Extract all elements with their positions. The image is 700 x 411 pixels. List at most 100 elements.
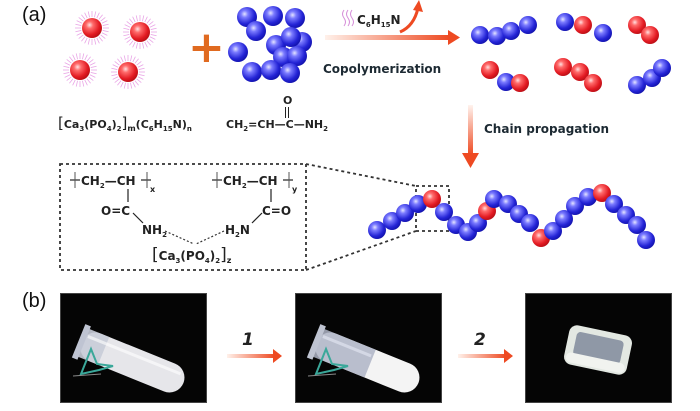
monomer-sphere [280,63,300,83]
chain-monomer-unit [555,210,573,228]
monomer-unit [628,76,646,94]
nanoparticle-unit [641,26,659,44]
svg-text:O=C: O=C [101,204,130,218]
chain-monomer-unit [409,195,427,213]
monomer-unit [653,59,671,77]
inset-right-unit: CH2—CH y C=O H2N [212,172,298,239]
plus-sign: + [188,22,225,73]
photo-hydrogel-block [525,293,672,403]
monomer-unit [488,27,506,45]
panel-a-label: (a) [22,4,47,26]
oligomer [628,16,659,44]
photo-sol-tube [60,293,207,403]
zoom-line-bottom [305,230,417,271]
step-1-label: 1 [242,330,254,350]
oligomer [556,13,612,42]
ligand-halo [111,55,145,89]
monomer-unit [471,26,489,44]
svg-text:CH2—CH: CH2—CH [223,174,278,190]
zoom-line-top [305,163,417,187]
chain-monomer-unit [637,231,655,249]
nanoparticle-sphere [82,18,102,38]
nanoparticle-unit [481,61,499,79]
monomer-unit [594,24,612,42]
nanoparticle-unit [511,74,529,92]
monomer-sphere [261,60,281,80]
coordination-bond-right [195,230,225,245]
monomer-sphere [246,21,266,41]
monomer-sphere [281,27,301,47]
chain-monomer-unit [368,221,386,239]
ligand-halo [75,11,109,45]
svg-text:O: O [283,94,292,107]
chain-monomer-unit [485,190,503,208]
monomer-sphere [242,62,262,82]
oligomer-group [471,13,671,94]
chain-monomer-unit [605,195,623,213]
monomer-unit [519,16,537,34]
step-1-arrow [227,349,282,363]
svg-text:y: y [292,185,298,194]
monomer-unit [502,22,520,40]
chain-propagation-arrow [462,105,479,168]
tube-illustration [71,324,185,393]
oligomer [628,59,671,94]
monomer-unit [497,73,515,91]
nanoparticle-sphere [70,60,90,80]
nanoparticle-sphere [118,62,138,82]
ligand-halo [63,53,97,87]
svg-text:CH2=CH—C—NH2: CH2=CH—C—NH2 [226,118,328,133]
chain-propagation-label: Chain propagation [484,122,609,136]
oligomer [554,58,602,92]
nanoparticle-unit [584,74,602,92]
chain-monomer-unit [544,222,562,240]
coordination-bond-left [164,230,195,245]
copolymerization-label: Copolymerization [323,62,441,76]
chain-monomer-unit [521,214,539,232]
monomer-sphere [285,8,305,28]
svg-text:C6H15N: C6H15N [357,13,401,29]
chain-monomer-unit [566,197,584,215]
nanoparticle-unit [571,63,589,81]
svg-text:NH2: NH2 [142,223,167,239]
released-triethylamine: C6H15N [342,0,423,34]
nanoparticle-formula: [Ca3(PO4)2]m(C6H15N)n [58,114,192,133]
nanoparticle-sphere [130,22,150,42]
monomer-cluster [228,6,312,83]
polymer-chain [368,184,655,249]
copolymerization-arrow [325,30,460,45]
panel-b-label: (b) [22,290,47,312]
oligomer [481,61,529,92]
ligand-halo [123,15,157,49]
chain-monomer-unit [579,188,597,206]
chain-monomer-unit [435,203,453,221]
svg-text:H2N: H2N [225,223,250,239]
nanoparticle-unit [574,16,592,34]
hydrogel-illustration [564,325,632,375]
nanoparticle-unit [628,16,646,34]
structure-inset-box [59,163,307,271]
photo-gel-tube [295,293,442,403]
monomer-sphere [228,42,248,62]
calcium-phosphate-core: [Ca3(PO4)2]z [152,245,232,265]
tube-illustration [306,324,420,393]
inset-left-unit: CH2—CH x O=C NH2 [70,172,167,239]
svg-text:CH2—CH: CH2—CH [81,174,136,190]
acrylamide-formula: CH2=CH—C—NH2 O [226,94,328,133]
chain-nanoparticle-unit [593,184,611,202]
step-2-label: 2 [474,330,486,350]
svg-text:x: x [150,185,156,194]
chain-monomer-unit [396,204,414,222]
chain-monomer-unit [628,216,646,234]
monomer-sphere [287,46,307,66]
monomer-unit [556,13,574,31]
nanoparticle-cluster [63,11,157,89]
chain-monomer-unit [383,212,401,230]
chain-nanoparticle-unit [423,190,441,208]
oligomer [471,16,537,45]
monomer-sphere [263,6,283,26]
nanoparticle-unit [554,58,572,76]
step-2-arrow [458,349,513,363]
svg-text:C=O: C=O [262,204,291,218]
